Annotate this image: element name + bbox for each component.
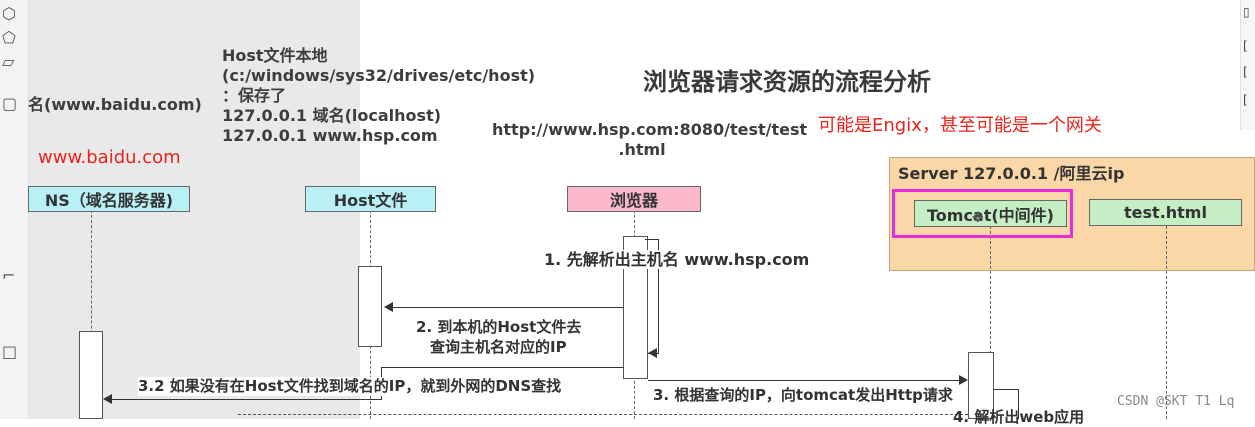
right-toolbar: ▯ [ [ [ — [1240, 0, 1255, 130]
url-line: .html — [618, 140, 666, 159]
msg-2-label-line1: 2. 到本机的Host文件去 — [416, 318, 582, 337]
hexagon-icon[interactable]: ⬡ — [2, 4, 16, 23]
dns-activation — [79, 331, 103, 419]
tomcat-highlight-box — [892, 189, 1073, 238]
host-note-line: 127.0.0.1 域名(localhost) — [222, 106, 442, 125]
bracket-icon[interactable]: [ — [1243, 65, 1248, 79]
host-note-line: (c:/windows/sys32/drives/etc/host) — [222, 66, 536, 85]
csdn-watermark: CSDN @SKT T1 Lq — [1117, 394, 1235, 409]
host-activation — [358, 266, 382, 347]
pentagon-icon[interactable]: ⬠ — [2, 28, 16, 47]
move-cursor-icon: ✥ — [972, 210, 984, 226]
url-line: http://www.hsp.com:8080/test/test — [492, 120, 808, 139]
tomcat-participant-box[interactable]: Tomcat(中间件) — [914, 200, 1067, 227]
tomcat-loop-top — [994, 389, 1018, 390]
testhtml-participant-box[interactable]: test.html — [1089, 199, 1242, 226]
square-icon[interactable]: ▢ — [2, 94, 18, 113]
tomcat-loop-vertical — [1018, 389, 1019, 419]
host-note-line: Host文件本地 — [222, 46, 328, 65]
msg-4-label: 4. 解析出web应用 — [953, 408, 1085, 426]
red-domain-note: www.baidu.com — [38, 147, 181, 168]
left-toolbar: ⬡ ⬠ ▱ ▢ ⌐ □ — [0, 0, 29, 419]
red-gateway-note: 可能是Engix，甚至可能是一个网关 — [818, 115, 1102, 136]
host-file-note: Host文件本地 (c:/windows/sys32/drives/etc/ho… — [222, 46, 535, 146]
tomcat-participant-label: Tomcat(中间件) — [926, 205, 1054, 225]
m32-arrowhead — [103, 394, 112, 404]
server-label: Server 127.0.0.1 /阿里云ip — [898, 164, 1125, 183]
m1-line-vertical — [658, 239, 659, 354]
dns-lifeline — [91, 210, 92, 419]
diagram-title: 浏览器请求资源的流程分析 — [643, 68, 931, 96]
tomcat-lifeline — [990, 226, 991, 419]
host-participant-box[interactable]: Host文件 — [305, 186, 436, 212]
msg-3-2-label: 3.2 如果没有在Host文件找到域名的IP，就到外网的DNS查找 — [138, 377, 562, 396]
msg-2-label-line2: 查询主机名对应的IP — [430, 338, 567, 357]
msg-1-label: 1. 先解析出主机名 www.hsp.com — [544, 250, 810, 269]
shape-icon[interactable]: ▱ — [2, 52, 15, 71]
url-note: http://www.hsp.com:8080/test/test .html — [492, 120, 808, 160]
m2-line — [392, 307, 623, 308]
host-note-line: 127.0.0.1 www.hsp.com — [222, 126, 438, 145]
m32-line — [112, 399, 382, 400]
testhtml-participant-label: test.html — [1124, 203, 1207, 222]
msg-3-label: 3. 根据查询的IP，向tomcat发出Http请求 — [653, 386, 953, 405]
browser-participant-box[interactable]: 浏览器 — [567, 186, 701, 212]
return-dashed-line — [238, 414, 968, 415]
bracket-icon[interactable]: [ — [1243, 39, 1248, 53]
corner-icon[interactable]: ⌐ — [2, 266, 16, 285]
host-return-line — [382, 367, 623, 368]
doc-icon[interactable]: ▯ — [1243, 5, 1250, 19]
testhtml-lifeline — [1166, 226, 1167, 419]
dns-participant-box[interactable]: NS（域名服务器) — [28, 186, 190, 212]
square-outline-icon[interactable]: □ — [2, 342, 18, 361]
tomcat-activation — [968, 352, 994, 419]
m3-arrowhead — [959, 375, 968, 385]
m1-line-top — [645, 239, 659, 240]
host-participant-label: Host文件 — [333, 191, 408, 210]
m1-arrowhead — [648, 348, 657, 358]
bracket-icon[interactable]: [ — [1243, 93, 1248, 107]
browser-participant-label: 浏览器 — [609, 191, 658, 210]
host-note-line: ：保存了 — [222, 86, 287, 105]
dns-participant-label: NS（域名服务器) — [44, 191, 174, 210]
m2-arrowhead — [384, 302, 393, 312]
m3-line — [648, 380, 959, 381]
dns-domain-note: 名(www.baidu.com) — [28, 95, 202, 114]
